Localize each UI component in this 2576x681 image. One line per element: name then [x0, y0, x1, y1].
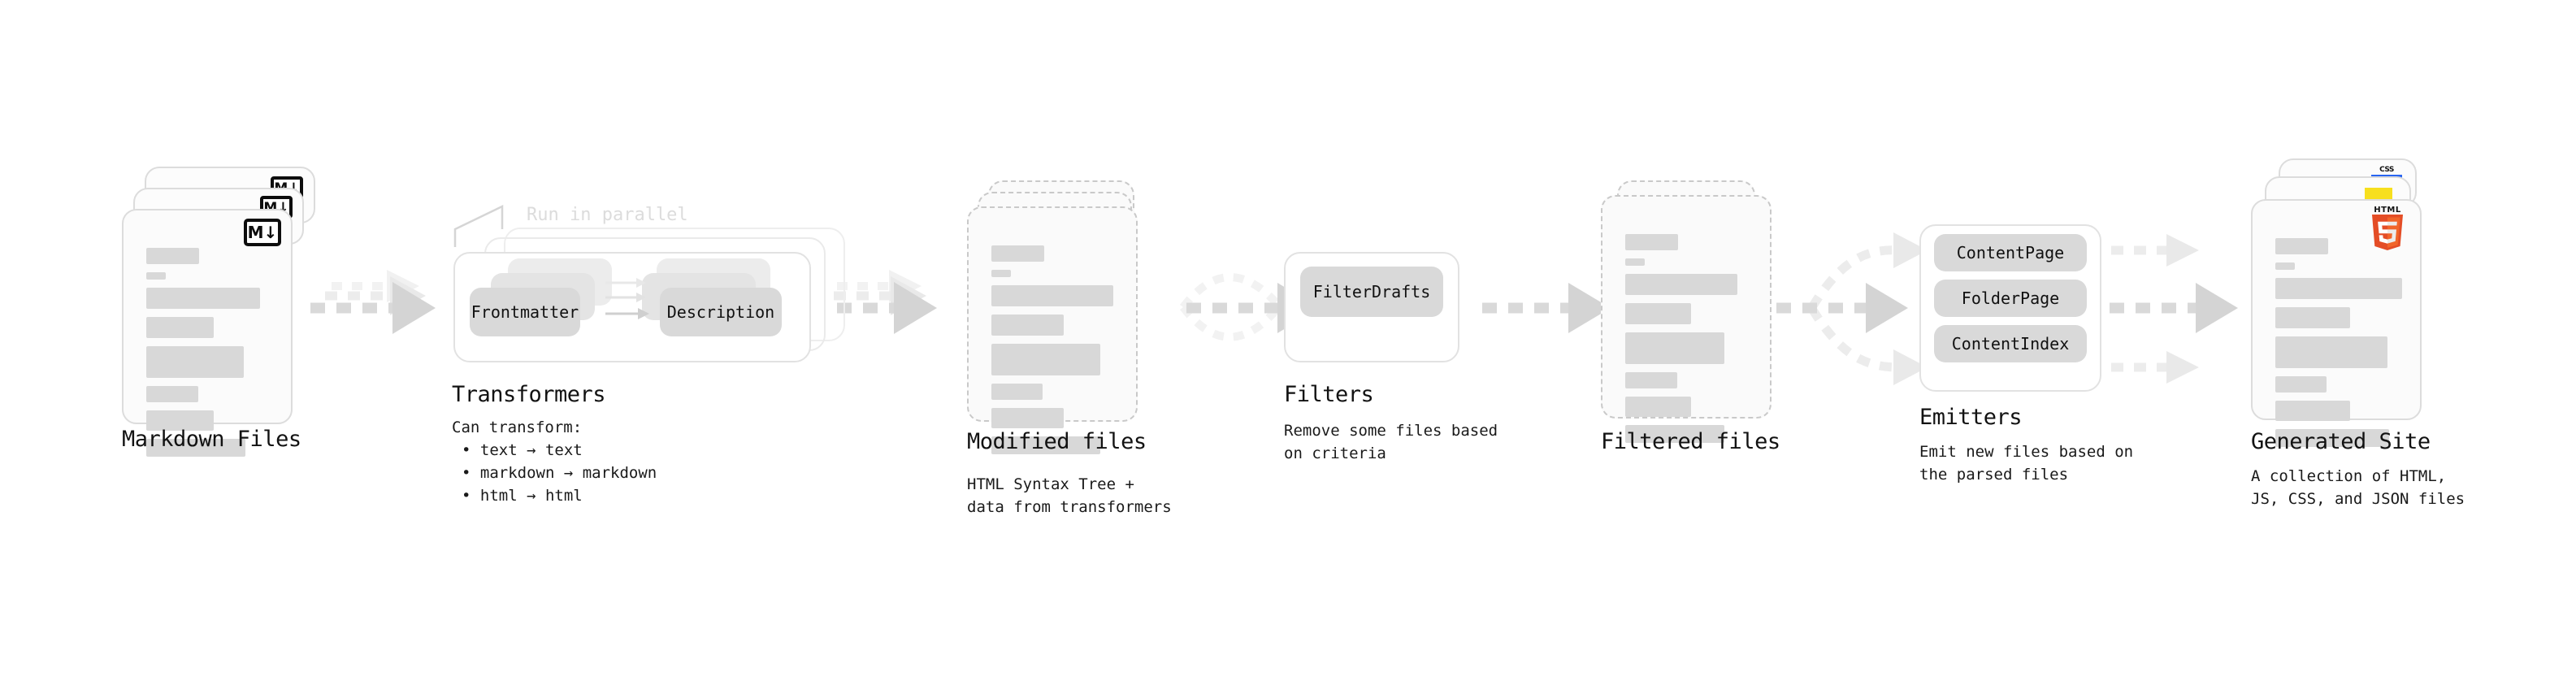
file-content-bars [991, 245, 1118, 462]
content-bar [991, 285, 1113, 306]
markdown-badge: M↓ [244, 219, 281, 246]
content-bar [146, 410, 214, 431]
emitter-node-contentpage[interactable]: ContentPage [1934, 234, 2087, 271]
file-content-bars [2275, 238, 2402, 455]
content-bar [146, 288, 260, 309]
content-bar [146, 317, 214, 338]
arrow-filtered-to-emitters [1776, 232, 1928, 385]
transformers-title: Transformers [452, 382, 606, 407]
run-in-parallel-bracket [453, 205, 504, 247]
emitters-desc-line-1: Emit new files based on [1919, 443, 2134, 461]
content-bar [2275, 262, 2295, 270]
content-bar [991, 245, 1044, 262]
content-bar [146, 248, 199, 264]
arrow-transformers-to-modified [834, 270, 937, 334]
content-bar [2275, 278, 2402, 299]
content-bar [2275, 238, 2328, 254]
content-bar [991, 384, 1043, 400]
modified-files-desc-line-2: data from transformers [967, 498, 1172, 516]
emitter-node-label: FolderPage [1961, 288, 2060, 308]
content-bar [991, 344, 1100, 375]
filter-node-label: FilterDrafts [1312, 282, 1431, 301]
markdown-badge-glyph: M↓ [247, 223, 278, 242]
html5-badge-label: HTML [2374, 206, 2401, 215]
transformer-inner-arrows [605, 278, 649, 319]
file-content-bars [146, 248, 273, 465]
generated-site-title: Generated Site [2251, 429, 2431, 454]
emitter-node-contentindex[interactable]: ContentIndex [1934, 325, 2087, 362]
content-bar [991, 314, 1064, 336]
transformer-node-label: Frontmatter [471, 302, 579, 322]
content-bar [2275, 307, 2350, 328]
content-bar [2275, 429, 2389, 447]
transformers-bullet-3: • html → html [462, 487, 583, 505]
modified-files-title: Modified files [967, 429, 1147, 454]
arrow-filters-to-filtered [1482, 283, 1611, 333]
arrow-markdown-to-transformers [310, 270, 436, 334]
emitter-node-label: ContentPage [1956, 243, 2065, 262]
content-bar [991, 270, 1011, 277]
modified-file-card-front [967, 206, 1138, 454]
content-bar [146, 346, 244, 378]
markdown-files-title: Markdown Files [122, 427, 301, 452]
filters-desc-line-2: on criteria [1284, 445, 1386, 462]
content-bar [146, 386, 198, 402]
filtered-file-card-front [1601, 195, 1772, 443]
generated-site-desc-line-2: JS, CSS, and JSON files [2251, 490, 2465, 508]
content-bar [1625, 258, 1645, 266]
content-bar [991, 408, 1064, 428]
content-bar [2275, 401, 2350, 421]
filters-title: Filters [1284, 382, 1374, 407]
content-bar [1625, 397, 1691, 417]
content-bar [1625, 332, 1724, 364]
content-bar [1625, 303, 1691, 324]
filtered-files-title: Filtered files [1601, 429, 1780, 454]
file-content-bars [1625, 234, 1752, 451]
emitter-node-folderpage[interactable]: FolderPage [1934, 280, 2087, 317]
html5-badge: HTML [2369, 206, 2406, 250]
content-bar [146, 272, 166, 280]
content-bar [2275, 376, 2327, 393]
emitters-title: Emitters [1919, 405, 2023, 430]
modified-files-desc-line-1: HTML Syntax Tree + [967, 475, 1134, 493]
content-bar [1625, 425, 1724, 443]
transformer-node-frontmatter[interactable]: Frontmatter [470, 288, 580, 336]
emitter-node-label: ContentIndex [1951, 334, 2070, 354]
content-bar [2275, 336, 2387, 368]
transformer-node-description[interactable]: Description [660, 288, 782, 336]
transformers-bullet-1: • text → text [462, 441, 583, 459]
generated-site-desc-line-1: A collection of HTML, [2251, 467, 2447, 485]
run-in-parallel-label: Run in parallel [527, 205, 688, 225]
html5-shield-icon [2372, 215, 2403, 250]
filter-node-filterdrafts[interactable]: FilterDrafts [1300, 267, 1443, 317]
arrow-emitters-to-site [2110, 234, 2238, 384]
transformers-intro: Can transform: [452, 419, 583, 436]
content-bar [146, 439, 245, 457]
emitters-desc-line-2: the parsed files [1919, 466, 2069, 484]
content-bar [1625, 372, 1677, 388]
content-bar [1625, 234, 1678, 250]
transformers-bullet-2: • markdown → markdown [462, 464, 657, 482]
css-badge-label: CSS [2379, 166, 2394, 174]
filters-desc-line-1: Remove some files based [1284, 422, 1498, 440]
transformer-node-label: Description [666, 302, 775, 322]
content-bar [991, 436, 1100, 454]
content-bar [1625, 274, 1737, 295]
